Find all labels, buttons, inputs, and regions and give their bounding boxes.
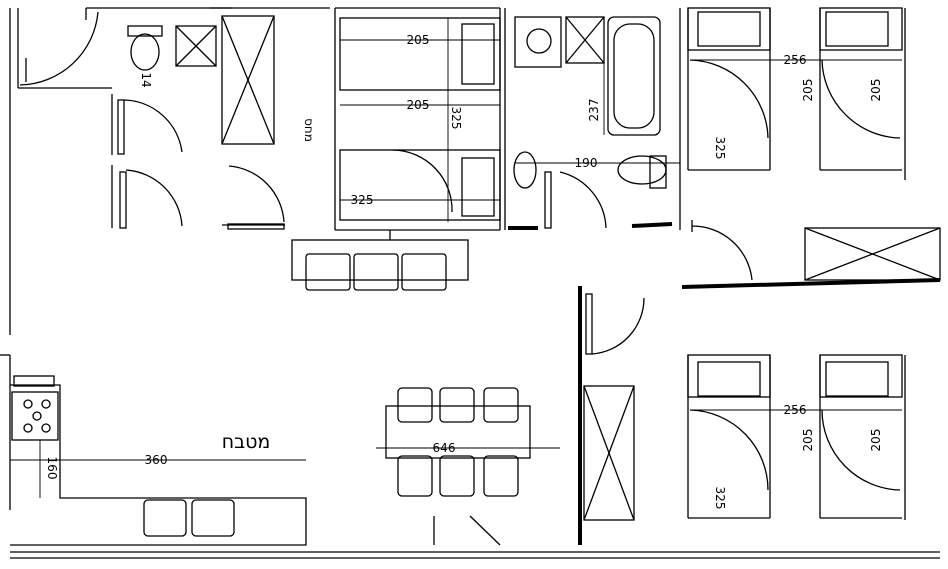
room-labels: מטבח מחס 14 [139, 72, 316, 453]
toilet-room-label: 14 [139, 72, 153, 87]
dim-right-bottom-bed-a: 205 [801, 429, 815, 452]
dim-right-top-bed-a: 205 [801, 79, 815, 102]
thick-walls [508, 222, 941, 545]
small-room-label: מחס [302, 118, 316, 142]
dim-right-bottom-bed-b: 205 [869, 429, 883, 452]
dim-right-top-bed-b: 205 [869, 79, 883, 102]
wall-lines [0, 7, 941, 559]
dimension-lines [10, 10, 902, 498]
dim-bath-height: 237 [587, 99, 601, 122]
dim-upper-room-height: 325 [449, 107, 463, 130]
dim-table-width: 646 [433, 441, 456, 455]
dim-right-top-width: 256 [784, 53, 807, 67]
dim-bath-width: 190 [575, 156, 598, 170]
dim-bed-bottom-width: 325 [351, 193, 374, 207]
dim-kitchen-width: 360 [145, 453, 168, 467]
dim-right-bottom-height: 325 [713, 487, 727, 510]
dim-right-bottom-width: 256 [784, 403, 807, 417]
dimension-labels: 205 205 325 325 237 190 256 205 205 325 … [45, 33, 883, 509]
dim-right-top-height: 325 [713, 137, 727, 160]
kitchen-label: מטבח [222, 431, 271, 453]
dim-kitchen-depth: 160 [45, 457, 59, 480]
dim-bed-mid-width: 205 [407, 98, 430, 112]
dim-bed-top-width: 205 [407, 33, 430, 47]
